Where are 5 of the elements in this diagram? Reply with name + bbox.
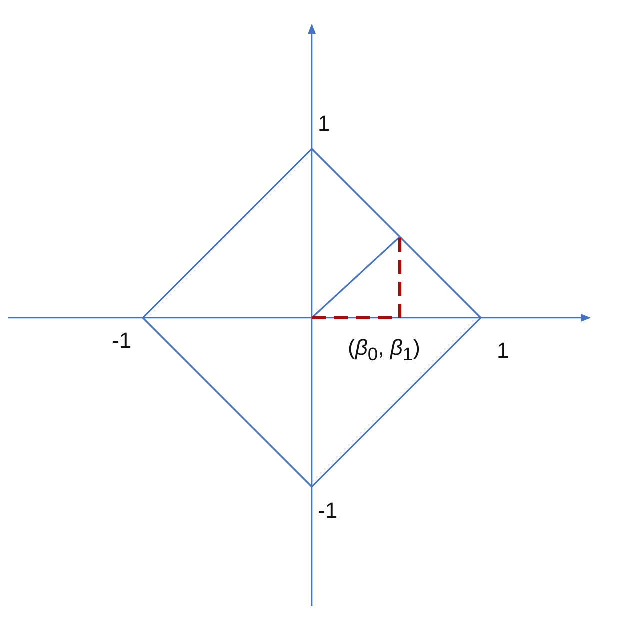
axis-tick-label: -1	[318, 500, 338, 522]
axis-tick-label: 1	[497, 340, 510, 362]
axis-tick-label: 1	[318, 113, 330, 135]
point-label: (β$_{0}$, β$_{1}$)	[348, 337, 420, 364]
axis-tick-label: -1	[112, 330, 132, 352]
